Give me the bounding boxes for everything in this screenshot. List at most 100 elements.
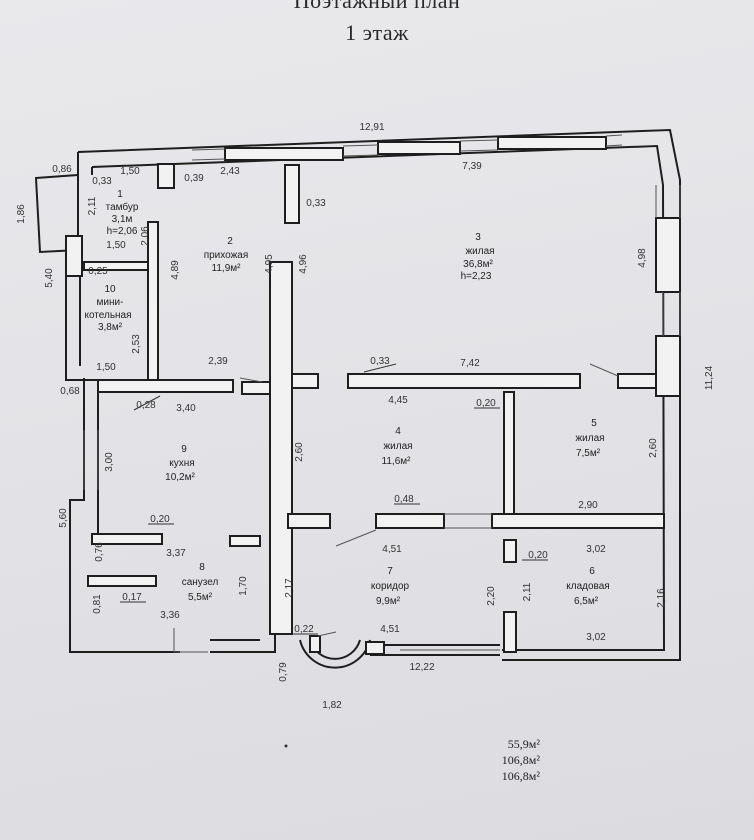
dim-017: 0,17 (122, 592, 142, 603)
dim-451b: 4,51 (380, 624, 400, 635)
dim-216: 2,16 (656, 588, 667, 608)
wall-vest-bottom (65, 235, 83, 277)
wall-room5-left (503, 391, 515, 515)
bottom-wall (210, 634, 276, 653)
room-3-num: 3 (475, 232, 481, 243)
wall-kitchen-top (97, 379, 234, 393)
wall-bath-top (91, 533, 163, 545)
window-top-1 (191, 148, 226, 161)
bottom-wall-right (370, 644, 500, 656)
room-4-name: жилая (383, 441, 412, 452)
wall-room5-bottom (491, 513, 665, 529)
dim-081: 0,81 (92, 594, 103, 614)
window-room4 (444, 513, 492, 529)
room-10-name-2: котельная (84, 310, 131, 321)
dim-739: 7,39 (462, 161, 482, 172)
room-9-num: 9 (181, 444, 187, 455)
dim-068: 0,68 (60, 386, 80, 397)
dim-150c: 1,50 (96, 362, 116, 373)
dim-079: 0,79 (278, 662, 289, 682)
dim-1124: 11,24 (704, 365, 715, 390)
dim-170: 1,70 (238, 576, 249, 596)
room-1-height: h=2,06 (107, 226, 138, 237)
wall-hall-right (284, 164, 300, 224)
wall-top-win2 (377, 141, 461, 155)
room-7-num: 7 (387, 566, 393, 577)
room-6-num: 6 (589, 566, 595, 577)
room-4-num: 4 (395, 426, 401, 437)
room-1-area: 3,1м (112, 214, 133, 225)
dim-540: 5,40 (44, 268, 55, 288)
wall-room3-bottom-3 (617, 373, 659, 389)
dim-243: 2,43 (220, 166, 240, 177)
small-dot (284, 744, 288, 748)
dim-025: 0,25 (88, 266, 108, 277)
room-8-num: 8 (199, 562, 205, 573)
room-9-name: кухня (169, 458, 194, 469)
dim-498: 4,98 (637, 248, 648, 268)
dim-340: 3,40 (176, 403, 196, 414)
dim-445: 4,45 (388, 395, 408, 406)
room-4-area: 11,6м² (382, 456, 412, 467)
room-5-num: 5 (591, 418, 597, 429)
floor-title: 1 этаж (345, 20, 409, 45)
dim-302a: 3,02 (586, 544, 606, 555)
dim-220: 2,20 (486, 586, 497, 606)
pointer-lines (239, 363, 619, 637)
dim-337: 3,37 (166, 548, 186, 559)
wall-room3-bottom (347, 373, 581, 389)
wall-pantry-left (503, 539, 517, 563)
room-8-name: санузел (182, 577, 219, 588)
room-10-area: 3,8м² (98, 322, 123, 333)
wall-room3-bottom-2 (291, 373, 319, 389)
outer-wall-top-inner (91, 144, 666, 651)
dim-290: 2,90 (578, 500, 598, 511)
wall-room4-bottom (287, 513, 331, 529)
dim-150a: 1,50 (120, 166, 140, 177)
area-totals: 55,9м² 106,8м² 106,8м² (470, 736, 540, 784)
plan-title: Поэтажный план (293, 0, 461, 13)
dim-076: 0,76 (94, 542, 105, 562)
wall-pantry-left-2 (503, 611, 517, 653)
dim-020b: 0,20 (150, 514, 170, 525)
dim-022: 0,22 (294, 624, 314, 635)
wall-door-col (157, 163, 175, 189)
window-top-2 (342, 144, 379, 157)
wall-bath-inner (87, 575, 157, 587)
room-7-name: коридор (371, 581, 410, 592)
wall-right-win (655, 217, 681, 293)
dim-186: 1,86 (16, 204, 27, 224)
dim-206: 2,06 (140, 226, 151, 246)
dim-260a: 2,60 (294, 442, 305, 462)
wall-boiler-top (83, 261, 149, 271)
wall-bay-left (309, 635, 321, 653)
outer-wall-left (77, 152, 93, 175)
room-6-area: 6,5м² (574, 596, 599, 607)
dim-033c: 0,33 (370, 356, 390, 367)
dim-086: 0,86 (52, 164, 72, 175)
dim-top-total: 12,91 (359, 122, 384, 133)
dim-line-033c (363, 363, 397, 373)
dim-217: 2,17 (284, 578, 295, 598)
room-3-area: 36,8м² (463, 259, 493, 270)
total-area-2: 106,8м² (501, 769, 540, 783)
dim-336: 3,36 (160, 610, 180, 621)
room-1-name: тамбур (106, 201, 139, 213)
dim-182: 1,82 (322, 700, 342, 711)
room-3-name: жилая (465, 246, 494, 257)
room-10-name: мини- (97, 297, 124, 308)
room-2-area: 11,9м² (212, 263, 242, 274)
room-1-num: 1 (117, 189, 123, 200)
room-5-name: жилая (575, 433, 604, 444)
wall-kitchen-top-2 (241, 381, 271, 395)
dim-020a: 0,20 (476, 398, 496, 409)
total-living-area: 55,9м² (507, 737, 540, 751)
room-labels: 1 тамбур 3,1м h=2,06 2 прихожая 11,9м² 3… (84, 189, 609, 607)
wall-room4-bottom-2 (375, 513, 445, 529)
dim-302b: 3,02 (586, 632, 606, 643)
outer-wall-top (77, 128, 681, 661)
dim-495: 4,95 (264, 254, 275, 274)
room-8-area: 5,5м² (188, 592, 213, 603)
wall-bath-top-2 (229, 535, 261, 547)
